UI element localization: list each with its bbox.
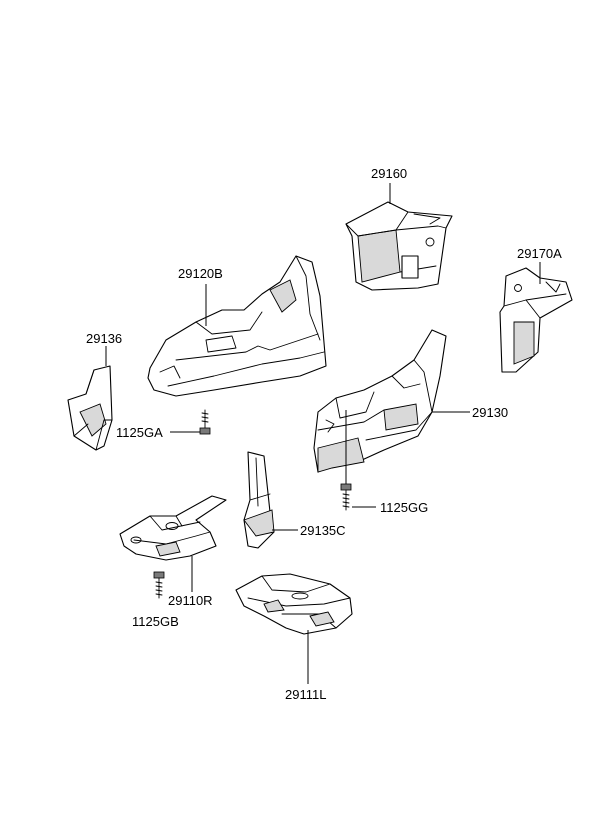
leader-lines <box>105 183 541 684</box>
part-29111L <box>235 573 353 635</box>
callout-1125GA: 1125GA <box>116 425 163 440</box>
bolt-1125GB <box>153 571 165 599</box>
part-29136 <box>67 365 113 451</box>
part-29130 <box>313 329 447 473</box>
callout-29135C: 29135C <box>300 523 346 538</box>
part-29120B <box>147 255 327 397</box>
part-29170A <box>499 267 573 373</box>
callout-29170A: 29170A <box>517 246 562 261</box>
callout-29136: 29136 <box>86 331 122 346</box>
part-29135C <box>243 451 275 549</box>
callout-29160: 29160 <box>371 166 407 181</box>
callout-29111L: 29111L <box>285 687 326 702</box>
callout-29110R: 29110R <box>168 593 213 608</box>
callout-29130: 29130 <box>472 405 508 420</box>
bolt-1125GG <box>340 483 352 511</box>
part-29160 <box>345 201 453 291</box>
callout-1125GB: 1125GB <box>132 614 179 629</box>
bolt-1125GA <box>199 409 211 435</box>
callout-1125GG: 1125GG <box>380 500 428 515</box>
part-29110R <box>119 495 227 561</box>
callout-29120B: 29120B <box>178 266 223 281</box>
